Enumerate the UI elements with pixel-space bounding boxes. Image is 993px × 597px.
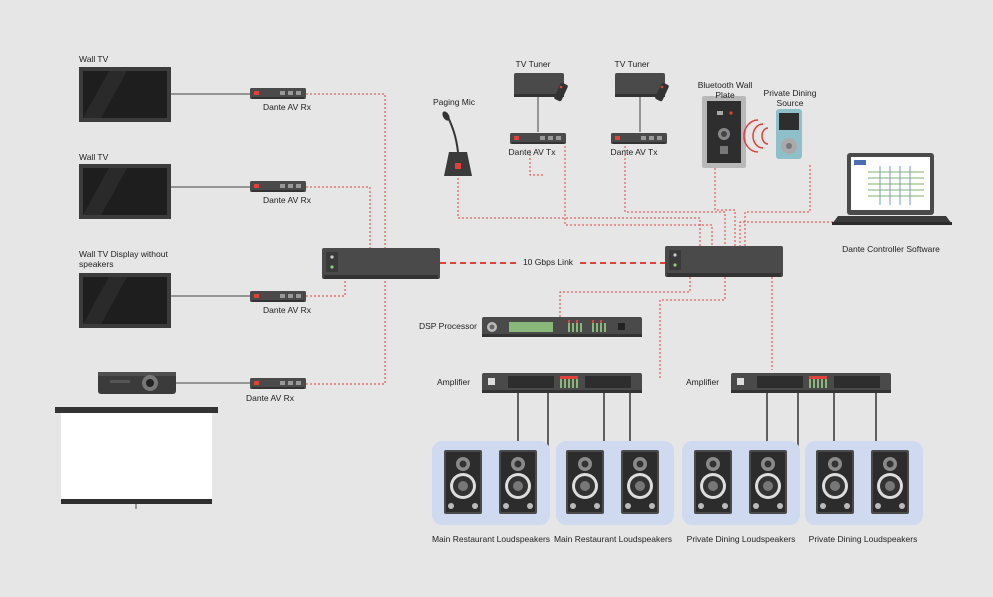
wall-tv-display (79, 273, 171, 328)
label-dante-controller: Dante Controller Software (842, 244, 940, 254)
wall-tv-1 (79, 67, 171, 122)
label-bluetooth-wall-plate: Bluetooth Wall Plate (697, 80, 753, 100)
dsp-processor (482, 317, 642, 337)
label-speakers-2: Main Restaurant Loudspeakers (553, 534, 673, 544)
label-tv-tuner-2: TV Tuner (614, 59, 650, 69)
amplifier-2 (731, 373, 891, 393)
dante-av-rx-4 (250, 378, 306, 389)
label-speakers-4: Private Dining Loudspeakers (808, 534, 918, 544)
network-connections (306, 93, 845, 385)
projector (98, 372, 176, 394)
speaker-3a (694, 450, 732, 514)
label-paging-mic: Paging Mic (432, 97, 476, 107)
label-dante-av-tx-1: Dante AV Tx (508, 147, 556, 157)
dante-av-rx-2 (250, 181, 306, 192)
network-switch-right (665, 246, 783, 277)
label-wall-tv-1: Wall TV (79, 54, 109, 64)
label-amplifier-2: Amplifier (686, 377, 720, 387)
label-wall-tv-2: Wall TV (79, 152, 109, 162)
tv-tuner-1 (514, 73, 568, 102)
label-dante-av-tx-2: Dante AV Tx (610, 147, 658, 157)
speaker-3b (749, 450, 787, 514)
amplifier-1 (482, 373, 642, 393)
label-tv-tuner-1: TV Tuner (515, 59, 551, 69)
label-dante-av-rx-4: Dante AV Rx (245, 393, 295, 403)
bluetooth-signal-icon (743, 119, 769, 153)
label-speakers-1: Main Restaurant Loudspeakers (431, 534, 551, 544)
label-dante-av-rx-3: Dante AV Rx (262, 305, 312, 315)
speaker-1b (499, 450, 537, 514)
label-dante-av-rx-2: Dante AV Rx (262, 195, 312, 205)
paging-mic (442, 111, 472, 176)
tv-tuner-2 (615, 73, 669, 102)
label-amplifier-1: Amplifier (437, 377, 471, 387)
label-speakers-3: Private Dining Loudspeakers (686, 534, 796, 544)
media-player (776, 109, 802, 159)
projection-screen (55, 407, 218, 509)
label-private-dining-source: Private Dining Source (763, 88, 817, 108)
dante-av-tx-1 (510, 133, 566, 144)
dante-av-rx-3 (250, 291, 306, 302)
dante-av-tx-2 (611, 133, 667, 144)
bluetooth-wall-plate (702, 96, 746, 168)
wall-tv-2 (79, 164, 171, 219)
laptop (832, 153, 952, 225)
speaker-2a (566, 450, 604, 514)
network-switch-left (322, 248, 440, 279)
speaker-2b (621, 450, 659, 514)
dante-av-rx-1 (250, 88, 306, 99)
label-wall-tv-display: Wall TV Display without speakers (79, 249, 168, 269)
speaker-4a (816, 450, 854, 514)
label-dsp-processor: DSP Processor (419, 321, 477, 331)
label-10-gbps-link: 10 Gbps Link (518, 257, 578, 268)
label-dante-av-rx-1: Dante AV Rx (262, 102, 312, 112)
speaker-1a (444, 450, 482, 514)
speaker-4b (871, 450, 909, 514)
